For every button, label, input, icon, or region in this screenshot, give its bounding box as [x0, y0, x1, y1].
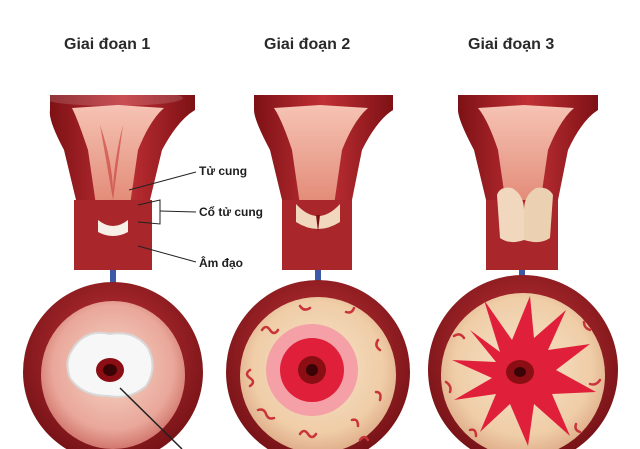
stage-1-title: Giai đoạn 1 — [64, 36, 151, 53]
cervix-view-stage-3 — [428, 275, 618, 449]
cervix-leader-line — [159, 210, 197, 213]
cervix-view-stage-1 — [23, 282, 203, 449]
uterus-label: Tử cung — [199, 164, 248, 178]
uterus-stage-1 — [43, 90, 196, 270]
uterus-leader-line — [128, 171, 197, 191]
vagina-leader-line — [137, 245, 197, 263]
stage-3-title: Giai đoạn 3 — [468, 36, 555, 53]
stage-2-title: Giai đoạn 2 — [264, 36, 351, 53]
cervix-view-stage-2 — [226, 280, 410, 449]
uterus-stage-2 — [254, 95, 393, 270]
uterus-stage-3 — [458, 95, 598, 270]
cervix-label: Cổ tử cung — [199, 205, 264, 219]
vagina-label: Âm đạo — [199, 256, 244, 270]
